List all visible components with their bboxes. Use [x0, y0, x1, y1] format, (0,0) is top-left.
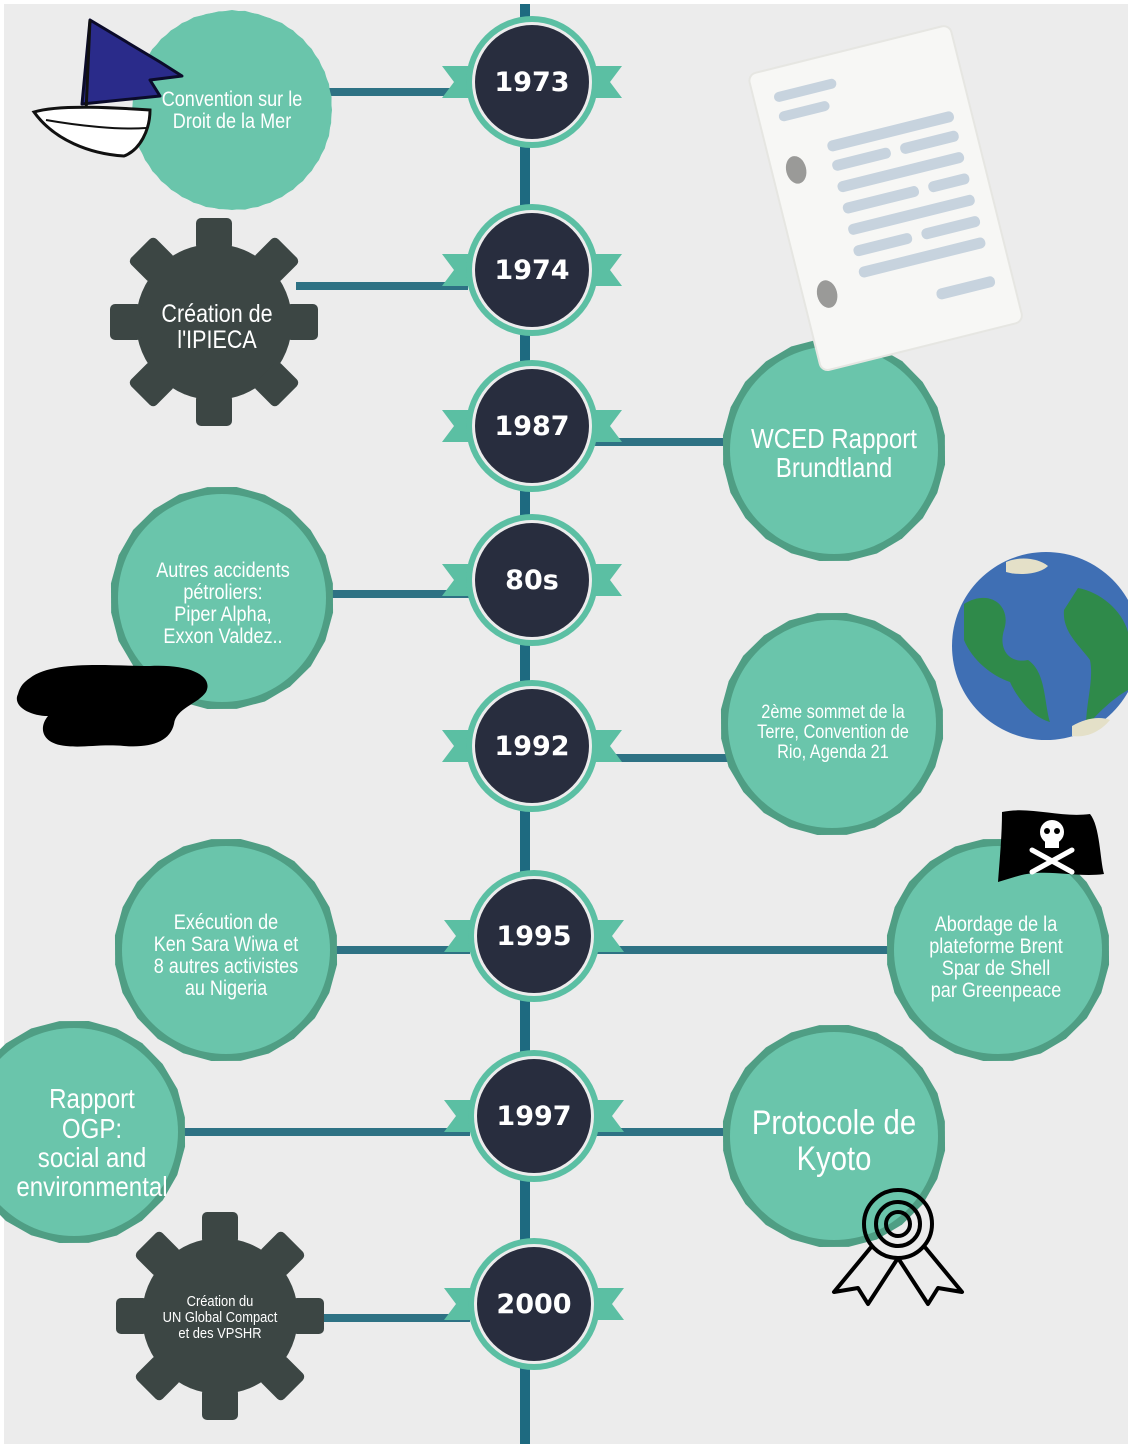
year-label-1997: 1997	[496, 1100, 572, 1132]
event-1995-left-label: Exécution de Ken Sara Wiwa et 8 autres a…	[153, 910, 299, 1001]
year-label-80s: 80s	[505, 564, 559, 596]
badge-1973	[132, 10, 332, 210]
sailboat-icon	[31, 18, 184, 158]
badge-1987	[722, 338, 946, 562]
document-icon	[748, 25, 1023, 371]
badge-1995-left	[114, 838, 338, 1062]
year-label-1973: 1973	[494, 66, 570, 98]
pirate-flag-icon	[998, 810, 1104, 882]
earth-globe-icon	[952, 552, 1128, 740]
oil-spill-icon	[16, 665, 208, 747]
badge-1995-right	[886, 838, 1110, 1062]
year-node-1992	[442, 680, 622, 812]
event-1997-left-label: Rapport OGP: social and environmental	[16, 1083, 168, 1203]
year-label-2000: 2000	[496, 1288, 572, 1320]
year-node-1973	[442, 16, 622, 148]
event-1992-label: 2ème sommet de la Terre, Convention de R…	[757, 702, 909, 763]
year-node-1997	[444, 1050, 624, 1182]
event-80s-label: Autres accidents pétroliers: Piper Alpha…	[156, 558, 290, 649]
year-node-1974	[442, 204, 622, 336]
year-label-1995: 1995	[496, 920, 572, 952]
event-2000-label: Création du UN Global Compact et des VPS…	[162, 1293, 278, 1342]
event-1974-label: Création de l'IPIECA	[161, 299, 273, 354]
event-1995-right-label: Abordage de la plateforme Brent Spar de …	[929, 912, 1063, 1003]
badge-1992	[720, 612, 944, 836]
event-1987-label: WCED Rapport Brundtland	[751, 422, 917, 483]
badge-80s	[110, 486, 334, 710]
event-1997-right-label: Protocole de Kyoto	[751, 1104, 917, 1178]
year-label-1987: 1987	[494, 410, 570, 442]
year-node-1995	[444, 870, 624, 1002]
year-node-1987	[442, 360, 622, 492]
award-ribbon-icon	[832, 1188, 964, 1306]
year-node-2000	[444, 1238, 624, 1370]
event-1973-label: Convention sur le Droit de la Mer	[161, 87, 303, 133]
badge-1997-left	[0, 1020, 186, 1244]
year-node-80s	[442, 514, 622, 646]
year-label-1974: 1974	[494, 254, 570, 286]
year-label-1992: 1992	[494, 730, 570, 762]
connector-lines	[180, 88, 896, 1322]
